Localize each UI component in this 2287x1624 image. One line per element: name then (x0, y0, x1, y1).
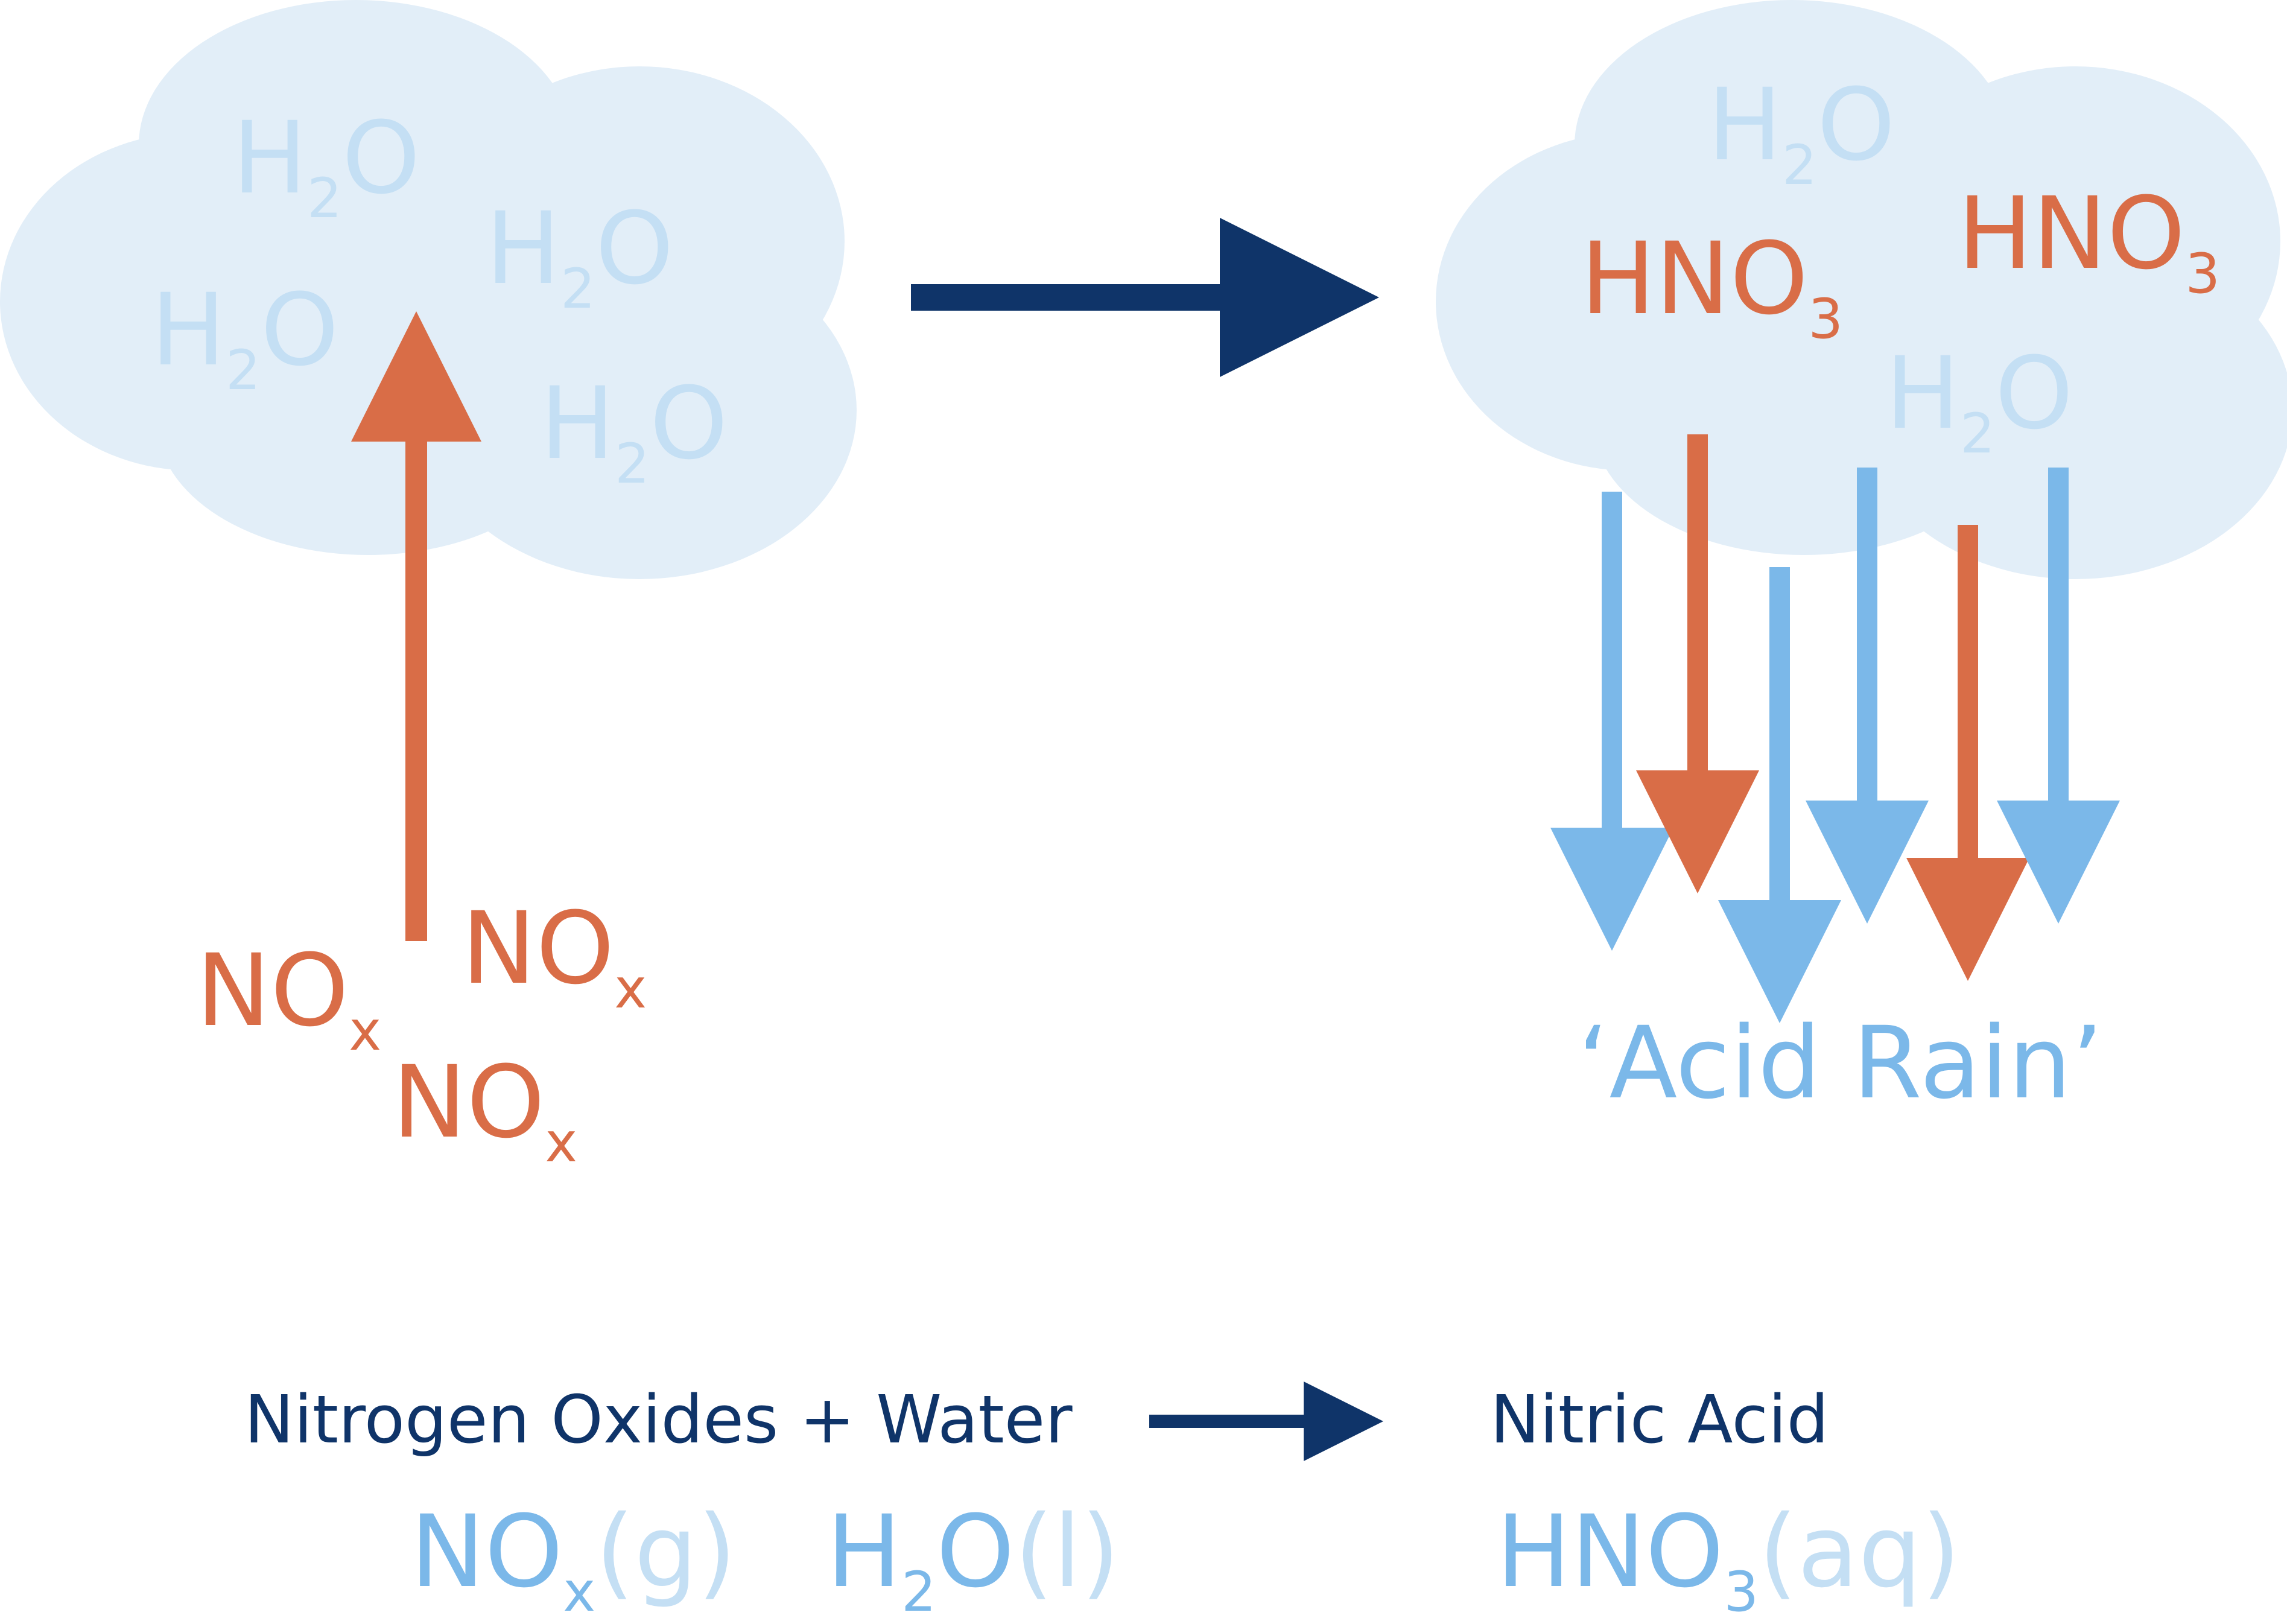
nitric-acid-molecule: HNO3 (1958, 176, 2221, 306)
water-molecule: H2O (151, 272, 339, 402)
nox-molecule: NOx (196, 933, 382, 1063)
water-molecule: H2O (232, 100, 420, 230)
word-equation-reactants: Nitrogen Oxides + Water (244, 1381, 1073, 1458)
water-molecule: H2O (1707, 67, 1895, 197)
right-cloud (1436, 0, 2287, 579)
symbol-nitric-acid-aqueous: HNO3(aq) (1496, 1494, 1961, 1624)
symbol-water-liquid: H2O(l) (826, 1494, 1120, 1624)
nox-molecule: NOx (392, 1044, 578, 1175)
symbol-nox-gas: NOx(g) (410, 1494, 737, 1624)
water-molecule: H2O (540, 366, 728, 496)
acid-rain-label: ‘Acid Rain’ (1578, 1005, 2104, 1121)
water-molecule: H2O (1885, 335, 2073, 466)
left-cloud (0, 0, 857, 579)
rain-arrows (1550, 434, 2120, 1023)
word-equation-product: Nitric Acid (1490, 1381, 1829, 1458)
nitric-acid-molecule: HNO3 (1581, 221, 1844, 351)
nox-molecule: NOx (462, 890, 647, 1021)
water-molecule: H2O (486, 191, 674, 321)
